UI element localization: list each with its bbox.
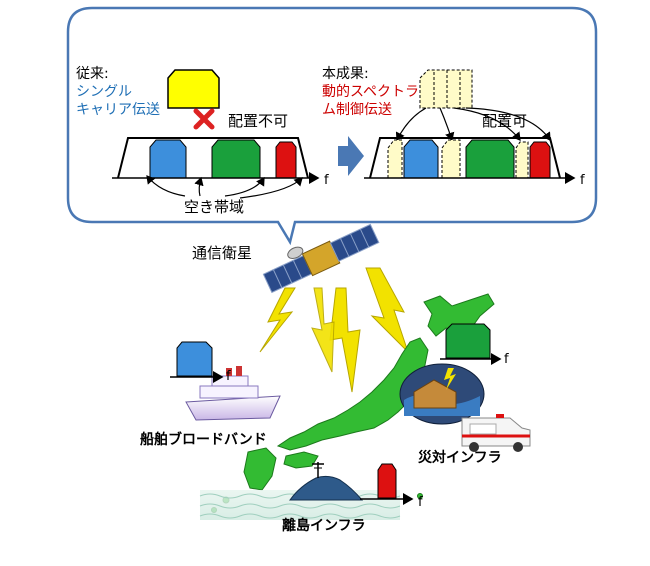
island-axis-f: f [418, 495, 423, 510]
carrier-red [275, 141, 297, 179]
disaster-spectrum: f [440, 323, 509, 367]
cannot-place-label: 配置不可 [228, 112, 288, 130]
carrier-blue-after [403, 139, 439, 179]
after-method-line2: ム制御伝送 [322, 102, 392, 118]
carrier-red-after [529, 141, 551, 179]
satellite-icon [262, 223, 380, 294]
before-label: 従来: [76, 66, 109, 82]
before-method-line2: キャリア伝送 [76, 102, 160, 118]
cross-icon [193, 108, 215, 130]
ship-icon [185, 366, 281, 421]
before-panel: 従来: シングル キャリア伝送 配置不可 f 空き帯域 [76, 66, 329, 216]
fragment-1 [387, 139, 403, 179]
ambulance-icon [461, 414, 531, 452]
fragment-2 [441, 139, 461, 179]
carrier-green [211, 139, 261, 179]
disaster-scene-icon [399, 363, 485, 425]
island-icon [289, 462, 364, 501]
can-place-label: 配置可 [482, 112, 527, 130]
ship-label: 船舶ブロードバンド [140, 431, 267, 448]
transponder-band-outline-after [369, 137, 561, 179]
after-method-line1: 動的スペクトラ [322, 84, 419, 100]
single-carrier-block [167, 69, 220, 109]
split-carrier-block [419, 69, 473, 109]
after-panel: 本成果: 動的スペクトラ ム制御伝送 配置可 f [322, 66, 585, 188]
carrier-blue [149, 139, 187, 179]
disaster-axis-f: f [504, 352, 509, 367]
freq-axis-label-after: f [580, 173, 585, 188]
island-label: 離島インフラ [282, 517, 366, 534]
ship-spectrum: f [170, 341, 231, 384]
carrier-green-after [465, 139, 515, 179]
lightning-icons [259, 267, 409, 393]
ship-axis-f: f [226, 369, 231, 384]
freq-axis-label-before: f [324, 173, 329, 188]
fragment-3 [515, 141, 529, 179]
transponder-band-outline [117, 137, 309, 179]
free-band-label: 空き帯域 [184, 198, 244, 216]
before-method-line1: シングル [76, 84, 132, 100]
free-band-arrows [146, 175, 303, 199]
disaster-label: 災対インフラ [418, 449, 502, 466]
japan-map [211, 293, 495, 513]
transition-arrow-icon [338, 136, 364, 176]
satellite-label: 通信衛星 [192, 244, 252, 262]
island-spectrum: f [360, 463, 423, 510]
after-label: 本成果: [322, 66, 369, 82]
